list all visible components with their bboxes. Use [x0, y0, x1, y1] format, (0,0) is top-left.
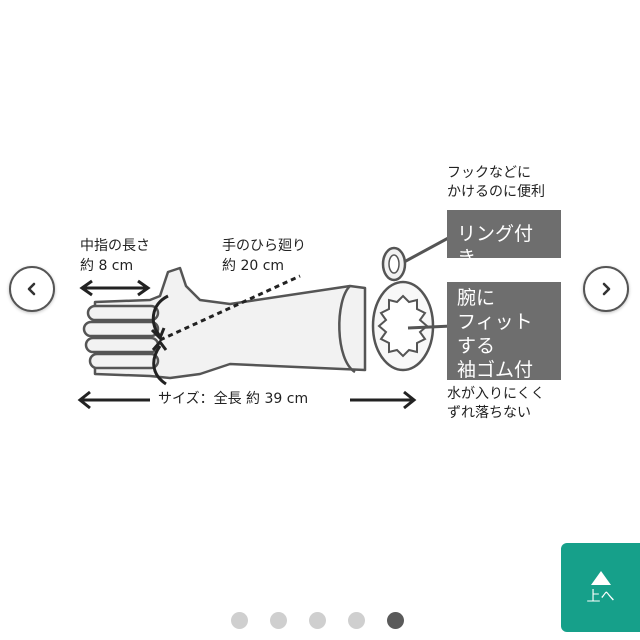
back-to-top-label: 上へ — [586, 588, 615, 605]
ring-feature-box: リング付き — [447, 210, 561, 269]
hook-note-line1: フックなどに — [447, 165, 531, 181]
cuff-feature-line3: 袖ゴム付き — [457, 359, 534, 405]
pagination-dot[interactable] — [270, 612, 287, 629]
finger-length-value: 約 8 cm — [80, 258, 134, 274]
total-length-label: サイズ：全長 約 39 cm — [158, 391, 309, 407]
cuff-feature-line2: フィットする — [457, 311, 533, 357]
carousel-pagination — [231, 612, 404, 629]
hook-note-line2: かけるのに便利 — [447, 184, 545, 200]
cuff-feature-box: 腕に フィットする 袖ゴム付き — [447, 282, 561, 405]
cuff-note-line2: ずれ落ちない — [447, 405, 531, 421]
pagination-dot[interactable] — [309, 612, 326, 629]
pagination-dot[interactable] — [231, 612, 248, 629]
chevron-right-icon — [602, 282, 611, 296]
palm-circumference-value: 約 20 cm — [222, 258, 285, 274]
cuff-note-line1: 水が入りにくく — [447, 386, 545, 402]
ring-feature-label: リング付き — [457, 223, 534, 269]
palm-circumference-title: 手のひら廻り — [222, 238, 306, 254]
pagination-dot[interactable] — [387, 612, 404, 629]
finger-length-title: 中指の長さ — [80, 238, 150, 254]
triangle-up-icon — [590, 570, 611, 585]
back-to-top-button[interactable]: 上へ — [561, 543, 640, 632]
chevron-left-icon — [27, 282, 36, 296]
cuff-feature-line1: 腕に — [457, 287, 496, 309]
pagination-dot[interactable] — [348, 612, 365, 629]
carousel-prev-button[interactable] — [9, 266, 55, 312]
carousel-next-button[interactable] — [583, 266, 629, 312]
